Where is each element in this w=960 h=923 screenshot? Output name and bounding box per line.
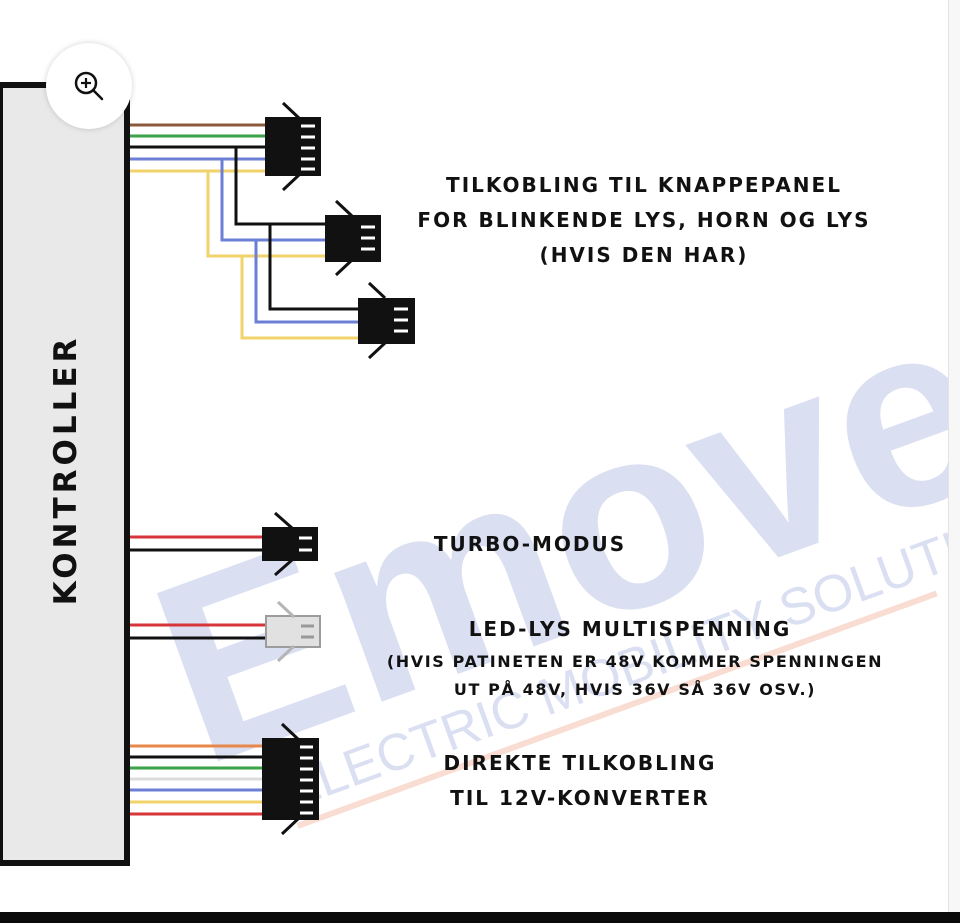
watermark-stripe (296, 590, 938, 829)
led-wiring (130, 623, 266, 640)
label-line: LED-LYS MULTISPENNING (468, 617, 792, 641)
label-led: LED-LYS MULTISPENNING (400, 612, 860, 647)
zoom-button[interactable] (46, 43, 132, 129)
connector-converter (262, 722, 319, 836)
label-line: TIL 12V-KONVERTER (450, 786, 710, 810)
connector-button-panel-1 (265, 101, 321, 192)
label-button-panel: TILKOBLING TIL KNAPPEPANEL FOR BLINKENDE… (404, 168, 884, 273)
converter-wiring (130, 744, 262, 816)
wiring-diagram: Emove ELECTRIC MOBILITY SOLUTION (0, 82, 948, 866)
label-line: FOR BLINKENDE LYS, HORN OG LYS (417, 208, 871, 232)
controller-box (0, 82, 130, 866)
bottom-bar (0, 912, 960, 923)
label-converter: DIREKTE TILKOBLING TIL 12V-KONVERTER (410, 746, 750, 816)
connector-turbo (262, 511, 318, 577)
turbo-wiring (130, 535, 262, 552)
label-line: UT PÅ 48V, HVIS 36V SÅ 36V OSV.) (453, 680, 817, 699)
zoom-in-icon (74, 71, 104, 101)
label-line: TILKOBLING TIL KNAPPEPANEL (446, 173, 842, 197)
connector-button-panel-2 (325, 199, 381, 277)
label-led-note: (HVIS PATINETEN ER 48V KOMMER SPENNINGEN… (370, 648, 900, 704)
label-line: (HVIS PATINETEN ER 48V KOMMER SPENNINGEN (386, 652, 884, 671)
label-line: TURBO-MODUS (433, 532, 627, 556)
label-line: (HVIS DEN HAR) (539, 243, 749, 267)
image-frame (948, 0, 949, 912)
button-panel-wiring (130, 123, 358, 340)
label-line: DIREKTE TILKOBLING (443, 751, 717, 775)
label-turbo: TURBO-MODUS (420, 527, 640, 562)
connector-button-panel-3 (358, 281, 415, 360)
connector-led (265, 600, 321, 663)
controller-label: KONTROLLER (48, 334, 84, 606)
